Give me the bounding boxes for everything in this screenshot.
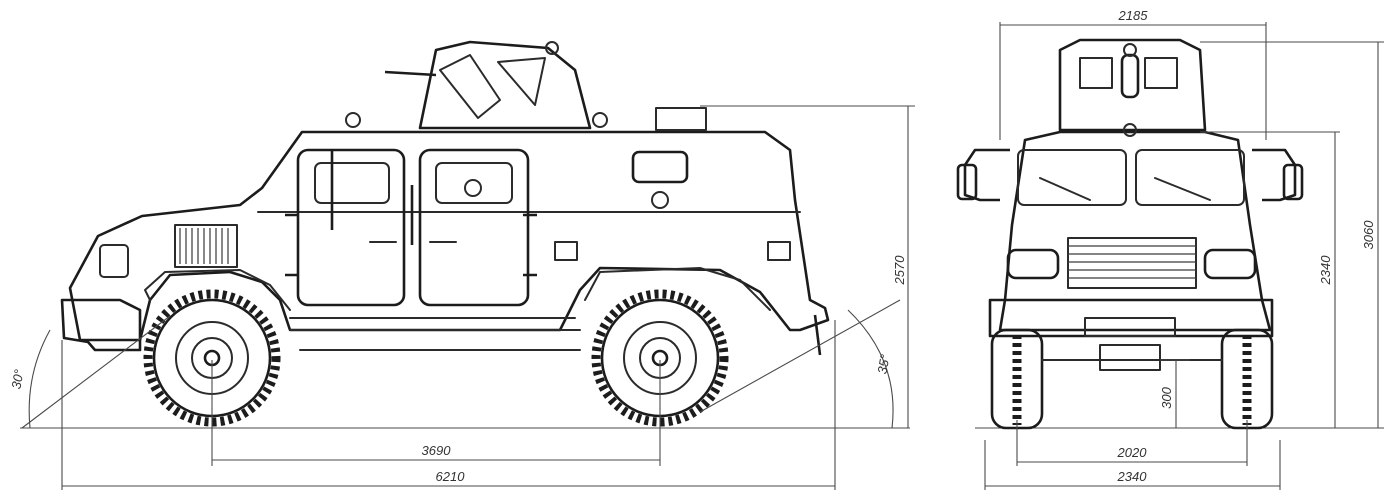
machine-gun — [384, 70, 437, 77]
mirror-right-arm — [1252, 148, 1297, 202]
track-width-label: 2020 — [1117, 445, 1148, 460]
turret-panels — [439, 54, 546, 119]
turret-gun-front — [1120, 53, 1140, 99]
side-rear-door — [418, 148, 530, 307]
front-tire-right — [1220, 328, 1274, 430]
overall-width-label: 2340 — [1117, 469, 1148, 484]
front-turret — [1058, 38, 1207, 132]
approach-angle-arc — [28, 329, 51, 429]
departure-angle-line — [699, 299, 901, 413]
front-door-window — [314, 162, 390, 204]
ground-clearance-label: 300 — [1159, 386, 1174, 408]
overall-length-label: 6210 — [436, 469, 466, 484]
turret-viewport-right — [1144, 57, 1178, 89]
roof-lift-eye-front — [345, 112, 361, 128]
side-hull — [68, 130, 830, 342]
rear-side-window — [631, 150, 689, 184]
turret-viewport-left — [1079, 57, 1113, 89]
headlight-right — [1203, 248, 1257, 280]
side-front-door — [296, 148, 406, 307]
top-width-label: 2185 — [1118, 8, 1149, 23]
front-bumper — [60, 298, 142, 352]
headlight-left — [1006, 248, 1060, 280]
front-axle — [1041, 344, 1223, 371]
side-vent-grille — [174, 224, 238, 268]
winch — [1084, 317, 1176, 337]
tow-hook — [813, 314, 822, 356]
rear-port — [651, 191, 669, 209]
turret — [418, 40, 592, 130]
roof-antenna — [1123, 123, 1137, 137]
firing-port — [464, 179, 482, 197]
body-height-label: 2340 — [1318, 255, 1333, 286]
front-hull — [998, 130, 1272, 332]
side-headlight — [99, 244, 129, 278]
front-grille — [1067, 237, 1197, 289]
turret-eye — [1123, 43, 1137, 57]
overall-height-label: 2570 — [892, 255, 907, 286]
wipers — [1039, 177, 1211, 201]
total-height-label: 3060 — [1361, 220, 1376, 250]
front-wheel-arch — [144, 269, 291, 311]
front-view: 2185 2020 2340 2340 3060 300 — [956, 8, 1384, 490]
wheelbase-label: 3690 — [422, 443, 452, 458]
mirror-left — [956, 163, 978, 201]
side-view: 2570 3690 6210 30° 35° — [8, 40, 915, 490]
windshield-right — [1135, 149, 1245, 206]
mirror-right — [1282, 163, 1304, 201]
grille-slats — [1068, 245, 1196, 279]
departure-angle-arc — [847, 309, 894, 429]
roof-lift-eye-rear — [592, 112, 608, 128]
departure-angle-label: 35° — [874, 353, 892, 375]
windshield-left — [1017, 149, 1127, 206]
mirror-left-arm — [963, 148, 1010, 202]
door-hinges — [285, 213, 537, 277]
side-lamps — [554, 241, 791, 261]
side-skirt — [289, 317, 581, 351]
approach-angle-line — [21, 315, 171, 429]
roof-hatch — [655, 107, 707, 131]
rear-wheel-arch — [584, 267, 771, 311]
rear-door-window — [435, 162, 513, 204]
approach-angle-label: 30° — [8, 368, 26, 390]
turret-lift-eye — [545, 41, 559, 55]
front-tire-left — [990, 328, 1044, 430]
side-vent-slats — [179, 228, 229, 264]
